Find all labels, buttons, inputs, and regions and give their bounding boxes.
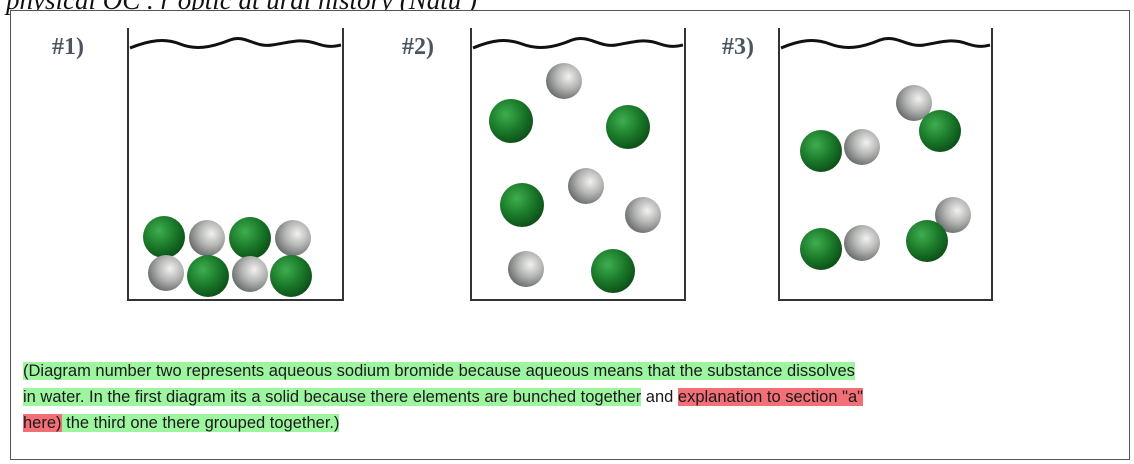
sodium-ion [906, 220, 948, 262]
beaker-label-3: #3) [722, 34, 754, 60]
beaker-3 [778, 28, 993, 301]
beaker-label-1: #1) [52, 34, 84, 60]
beakers-diagram [127, 28, 993, 301]
beaker-1 [127, 28, 344, 301]
answer-line-2: in water. In the first diagram its a sol… [23, 384, 1123, 410]
dissolved-ions [489, 63, 661, 293]
sodium-ion [591, 249, 635, 293]
beaker-label-2: #2) [402, 34, 434, 60]
answer-line-1: (Diagram number two represents aqueous s… [23, 358, 1123, 384]
sodium-ion [489, 99, 533, 143]
beaker-2 [470, 28, 686, 301]
answer-line-3-red: here) [23, 414, 62, 432]
bromide-ion [148, 255, 184, 291]
bromide-ion [935, 197, 971, 233]
bromide-ion [844, 129, 880, 165]
bromide-ion [189, 220, 225, 256]
answer-line-2-red: explanation to section "a" [677, 388, 863, 406]
ion-pairs [800, 85, 971, 270]
answer-line-2-highlight: in water. In the first diagram its a sol… [23, 388, 642, 406]
sodium-ion [919, 110, 961, 152]
bromide-ion [625, 197, 661, 233]
bromide-ion [896, 85, 932, 121]
sodium-ion [606, 105, 650, 149]
answer-line-1-highlight: (Diagram number two represents aqueous s… [23, 362, 855, 380]
answer-line-3: here) the third one there grouped togeth… [23, 410, 1123, 436]
bromide-ion [275, 220, 311, 256]
answer-line-2-plain: and [641, 388, 678, 406]
sodium-ion [500, 183, 544, 227]
sodium-ion [270, 255, 312, 297]
sodium-ion [800, 130, 842, 172]
bromide-ion [508, 251, 544, 287]
bromide-ion [546, 63, 582, 99]
sodium-ion [143, 216, 185, 258]
bromide-ion [844, 225, 880, 261]
bromide-ion [232, 256, 268, 292]
solid-lattice [143, 216, 312, 297]
sodium-ion [229, 217, 271, 259]
bromide-ion [568, 168, 604, 204]
sodium-ion [187, 255, 229, 297]
answer-line-3-highlight: the third one there grouped together.) [61, 414, 340, 432]
sodium-ion [800, 228, 842, 270]
answer-text: (Diagram number two represents aqueous s… [23, 358, 1123, 436]
